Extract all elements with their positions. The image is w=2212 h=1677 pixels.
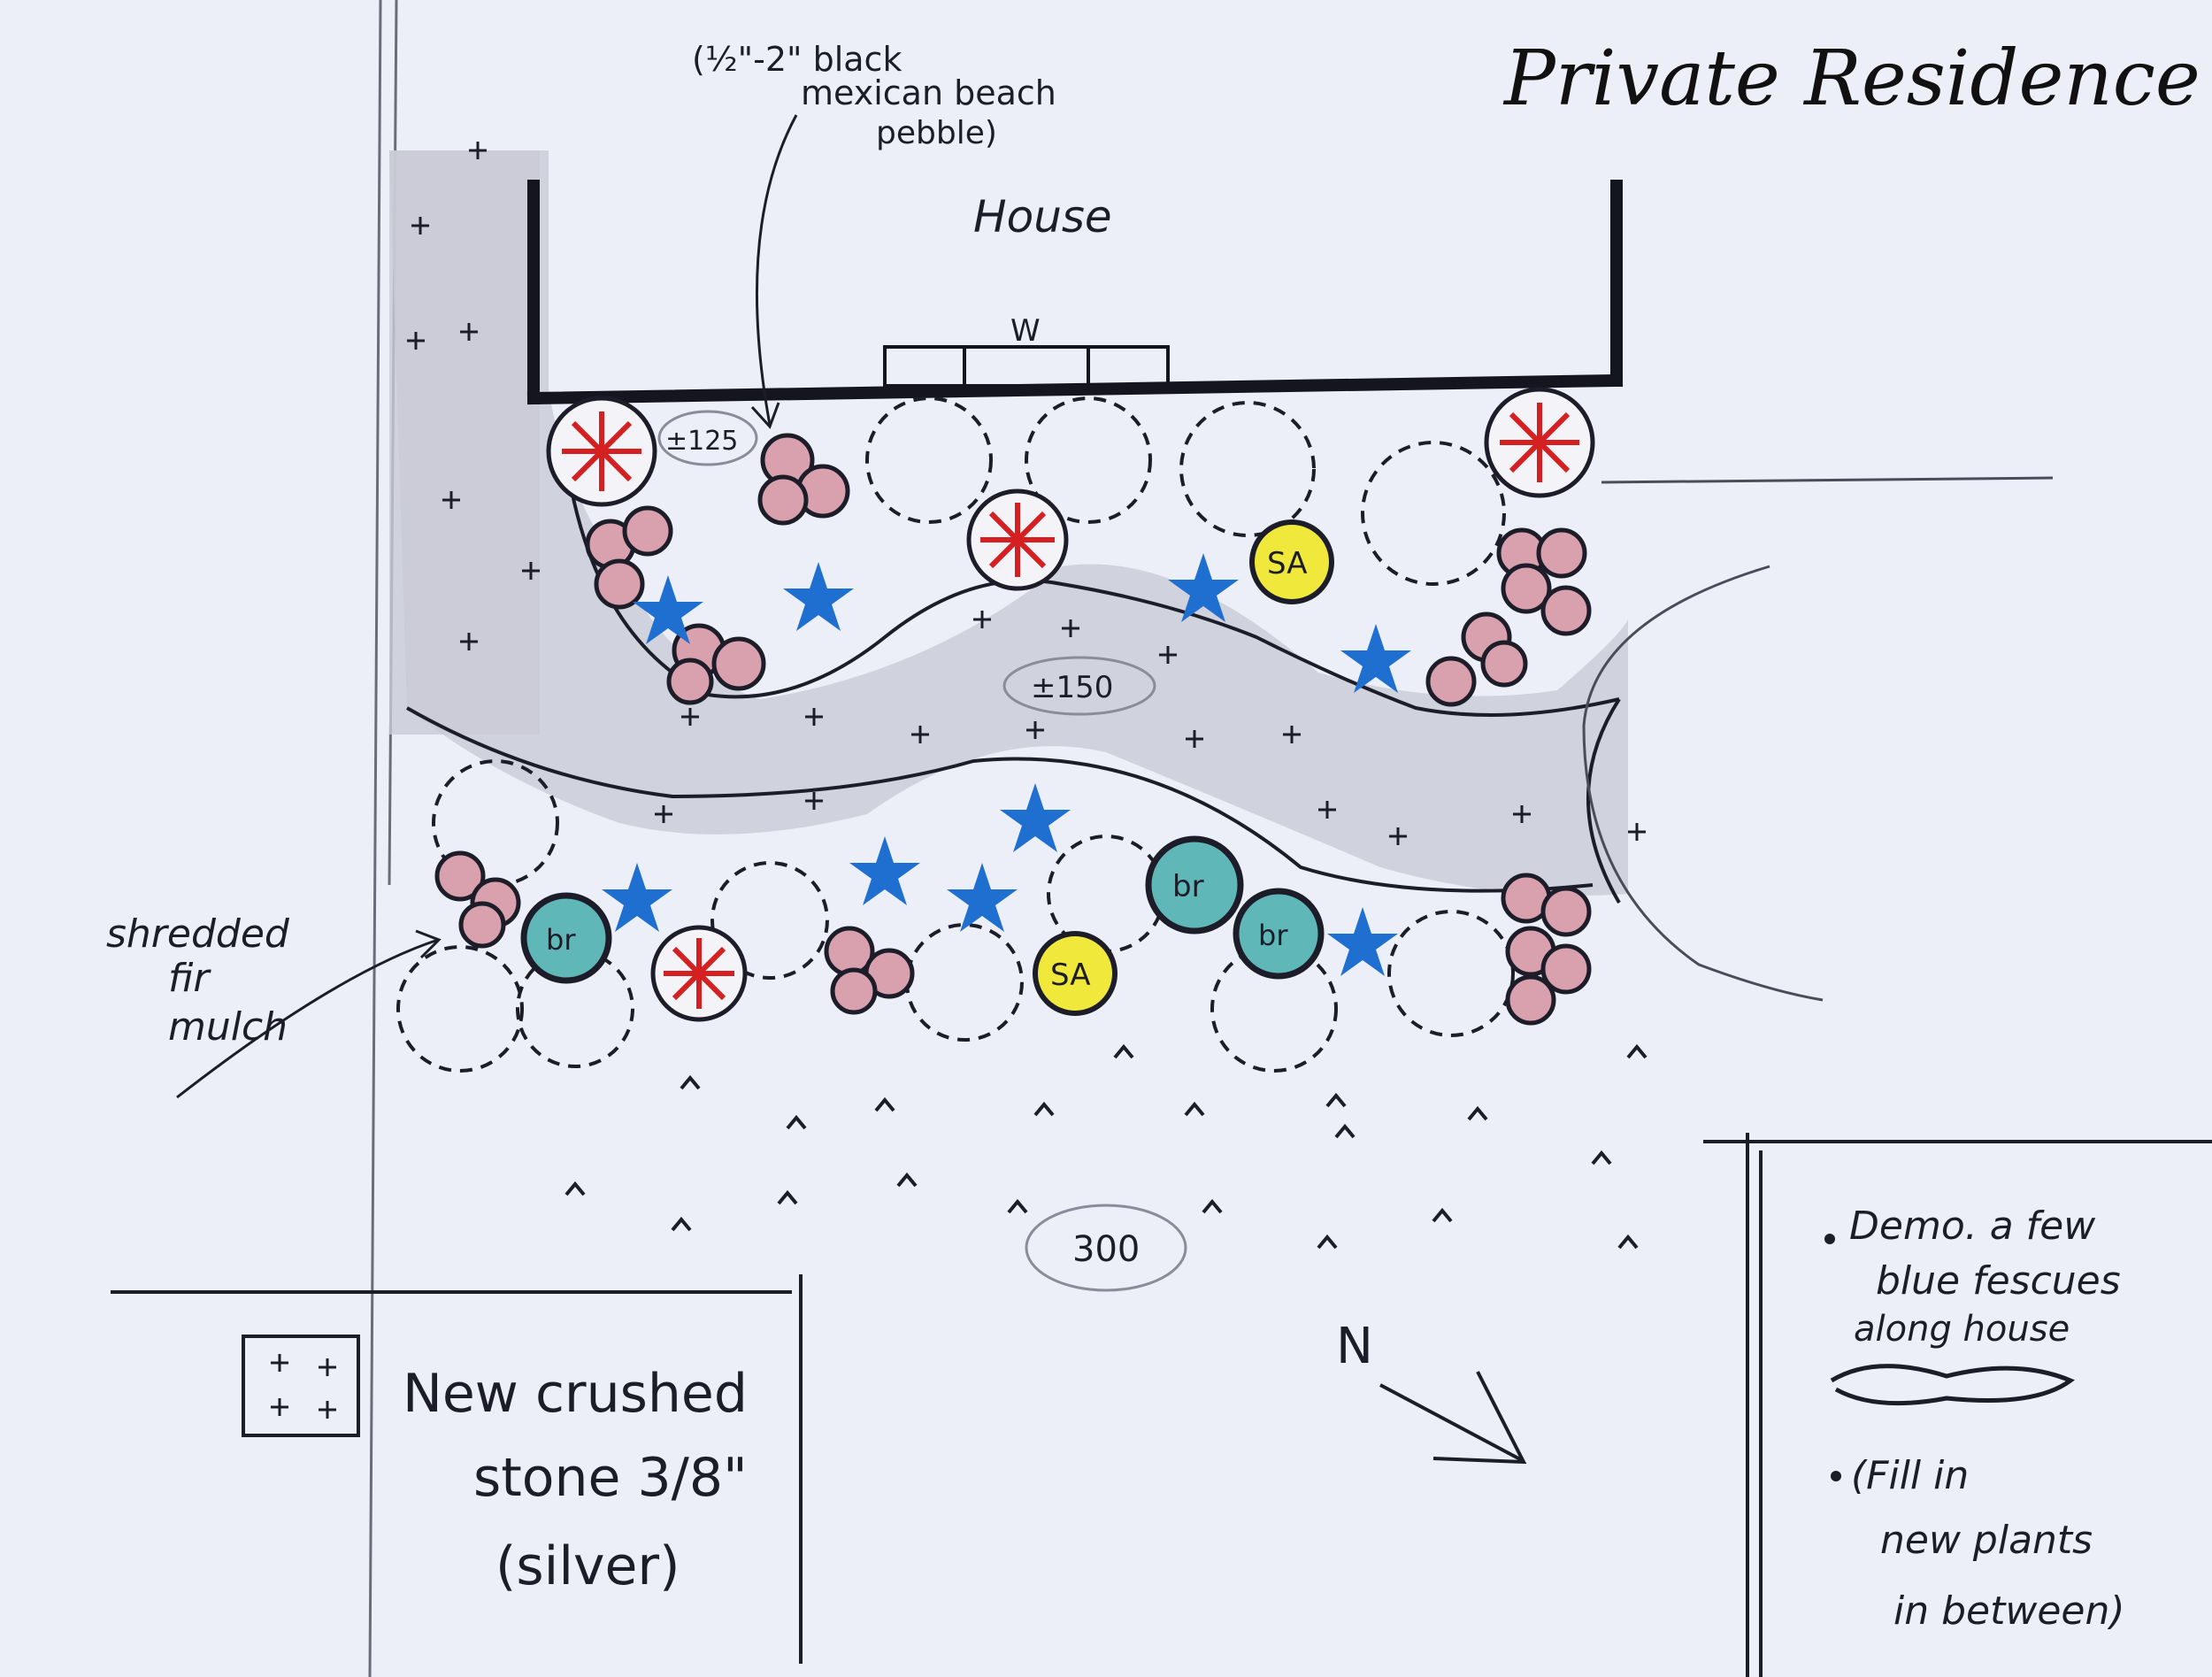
sa-plants: SA SA bbox=[1033, 519, 1334, 1016]
red-shrubs bbox=[546, 387, 1595, 1022]
mulch-label-line3: mulch bbox=[168, 1004, 288, 1050]
scribble-out bbox=[1830, 1364, 2076, 1406]
pebble-arrowhead bbox=[750, 402, 780, 429]
window bbox=[883, 345, 1170, 388]
blue-fescue-plants bbox=[602, 553, 1411, 976]
br-plant-label: br bbox=[1258, 919, 1288, 952]
pink-plant-clusters bbox=[434, 433, 1592, 1026]
crushed-stone-area bbox=[389, 150, 1628, 896]
right-boundary bbox=[1582, 476, 2054, 1002]
note-bullet bbox=[1831, 1471, 1841, 1481]
note1-line3: along house bbox=[1854, 1309, 2070, 1350]
pebble-arrow bbox=[755, 114, 798, 426]
note2-line2: new plants bbox=[1880, 1518, 2093, 1563]
sa-plant-label: SA bbox=[1267, 546, 1307, 581]
br-plants: br br br bbox=[520, 835, 1325, 984]
br-plant-icon: br bbox=[1233, 888, 1325, 980]
pebble-label-line1: (½"-2" black bbox=[692, 40, 902, 79]
br-plant-icon: br bbox=[1145, 835, 1244, 935]
note1-line2: blue fescues bbox=[1876, 1258, 2121, 1304]
pebble-label-line3: pebble) bbox=[876, 115, 997, 151]
br-plant-icon: br bbox=[520, 892, 612, 984]
window-label: W bbox=[1010, 313, 1041, 349]
red-shrub-icon bbox=[650, 925, 748, 1022]
notes-frame bbox=[1703, 1133, 2212, 1677]
area-label-path: ±150 bbox=[1031, 670, 1113, 705]
north-arrow-icon bbox=[1379, 1371, 1527, 1465]
mulch-arrowhead bbox=[415, 929, 442, 959]
red-shrub-icon bbox=[546, 396, 657, 507]
house-label: House bbox=[973, 191, 1112, 242]
mulch-label-line1: shredded bbox=[106, 912, 290, 957]
legend-frame bbox=[111, 1274, 803, 1664]
mulch-arrow bbox=[176, 938, 439, 1099]
sa-plant-icon: SA bbox=[1249, 519, 1334, 604]
crushed-stone-marks bbox=[407, 142, 1646, 845]
br-plant-label: br bbox=[1172, 869, 1204, 904]
area-ovals bbox=[657, 410, 1187, 1292]
red-shrub-icon bbox=[966, 488, 1069, 591]
note-bullet bbox=[1824, 1234, 1835, 1244]
mulch-label-line2: fir bbox=[168, 956, 211, 1001]
note2-line1: (Fill in bbox=[1851, 1453, 1969, 1498]
lawn-marks bbox=[565, 1043, 1647, 1250]
legend-line1: New crushed bbox=[403, 1363, 748, 1425]
area-label-small: ±125 bbox=[665, 426, 738, 457]
red-shrub-icon bbox=[1484, 387, 1595, 498]
legend-line2: stone 3/8" bbox=[473, 1447, 748, 1509]
sa-plant-label: SA bbox=[1050, 958, 1090, 993]
page-title: Private Residence bbox=[1502, 35, 2200, 123]
br-plant-label: br bbox=[546, 923, 576, 957]
note1-line1: Demo. a few bbox=[1849, 1204, 2096, 1249]
note2-line3: in between) bbox=[1893, 1589, 2125, 1634]
house-walls bbox=[526, 180, 1624, 405]
legend-swatch-marks bbox=[271, 1354, 336, 1419]
north-label: N bbox=[1336, 1318, 1373, 1375]
area-label-lawn: 300 bbox=[1072, 1229, 1140, 1270]
pebble-label-line2: mexican beach bbox=[801, 73, 1056, 112]
sa-plant-icon: SA bbox=[1033, 931, 1118, 1016]
legend-line3: (silver) bbox=[495, 1535, 680, 1597]
